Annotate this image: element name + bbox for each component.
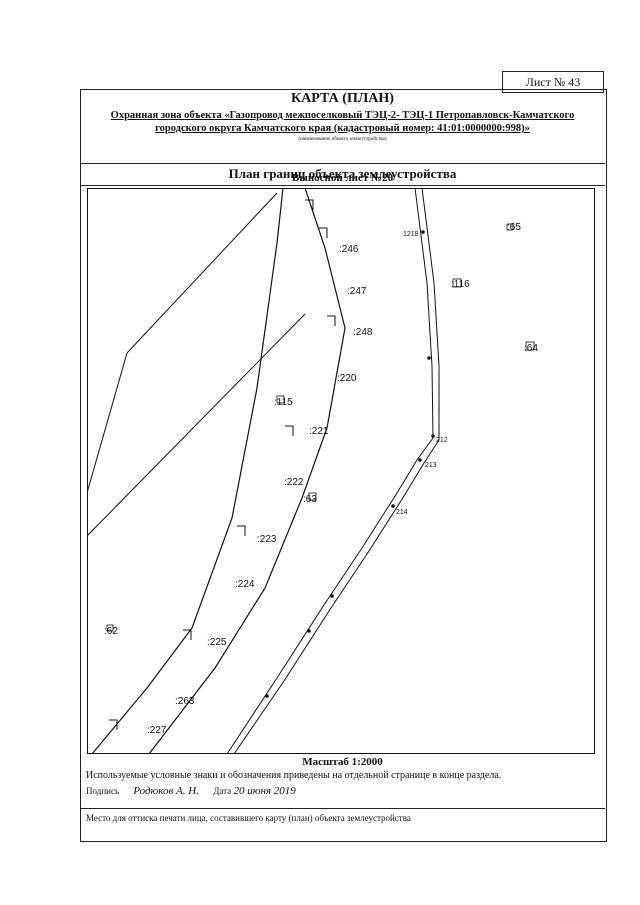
label-63: :63 bbox=[303, 494, 317, 505]
object-caption: (наименование объекта землеустройства) bbox=[298, 137, 387, 142]
stamp-place-note: Место для оттиска печати лица, составивш… bbox=[86, 813, 411, 823]
map-labels: :246 :65 :247 :116 :248 :64 :220 :115 :2… bbox=[104, 222, 538, 736]
footer-divider bbox=[80, 808, 605, 809]
object-name-line-2: городского округа Камчатского края (када… bbox=[155, 123, 530, 134]
signature-line: Подпись Родюков А. Н. Дата 20 июня 2019 bbox=[86, 785, 296, 797]
road-boundary-right bbox=[148, 188, 346, 754]
label-65: :65 bbox=[507, 222, 521, 233]
plan-title: План границ объекта землеустройства bbox=[228, 166, 457, 181]
signature-name: Родюков А. Н. bbox=[133, 785, 199, 797]
road-ticks bbox=[109, 199, 336, 730]
map-scale: Масштаб 1:2000 bbox=[302, 756, 383, 768]
map-border bbox=[87, 188, 595, 754]
label-221: :221 bbox=[309, 426, 329, 437]
page-frame bbox=[80, 89, 607, 842]
label-223: :223 bbox=[257, 534, 277, 545]
title-block: КАРТА (ПЛАН) Охранная зона объекта «Газо… bbox=[80, 89, 605, 164]
label-218: 1218 bbox=[403, 231, 419, 238]
label-220: :220 bbox=[337, 373, 357, 384]
label-227: :227 bbox=[147, 725, 167, 736]
label-246: :246 bbox=[339, 244, 359, 255]
label-222: :222 bbox=[284, 477, 304, 488]
label-116: :116 bbox=[451, 279, 470, 290]
plan-title-block: План границ объекта землеустройства bbox=[80, 163, 605, 186]
road-boundary-left bbox=[91, 188, 284, 754]
date-value: 20 июня 2019 bbox=[233, 785, 296, 797]
pipeline-points bbox=[265, 230, 435, 698]
label-248: :248 bbox=[353, 327, 373, 338]
parcel-115-boundary bbox=[87, 313, 306, 537]
label-247: :247 bbox=[347, 286, 367, 297]
map-title: КАРТА (ПЛАН) bbox=[291, 91, 394, 106]
label-214: 214 bbox=[396, 509, 408, 516]
label-213: 213 bbox=[425, 462, 437, 469]
object-name-line-1: Охранная зона объекта «Газопровод межпос… bbox=[110, 110, 575, 121]
label-225: :225 bbox=[207, 637, 227, 648]
label-263: :263 bbox=[175, 696, 195, 707]
pipeline-protection-zone bbox=[226, 188, 440, 754]
cadastral-map: :246 :65 :247 :116 :248 :64 :220 :115 :2… bbox=[87, 188, 595, 754]
label-224: :224 bbox=[235, 579, 255, 590]
sheet-number: Лист № 43 bbox=[502, 71, 604, 93]
label-64: :64 bbox=[524, 343, 538, 354]
legend-note: Используемые условные знаки и обозначени… bbox=[86, 770, 502, 781]
point-markers bbox=[106, 223, 535, 632]
parcel-boundary bbox=[87, 192, 278, 494]
sub-sheet-title: Выносной лист №20 bbox=[291, 172, 394, 184]
date-label: Дата bbox=[213, 786, 232, 796]
signature-label: Подпись bbox=[86, 786, 120, 796]
label-115: :115 bbox=[274, 397, 293, 408]
label-212: 212 bbox=[436, 437, 448, 444]
label-62: :62 bbox=[104, 626, 118, 637]
